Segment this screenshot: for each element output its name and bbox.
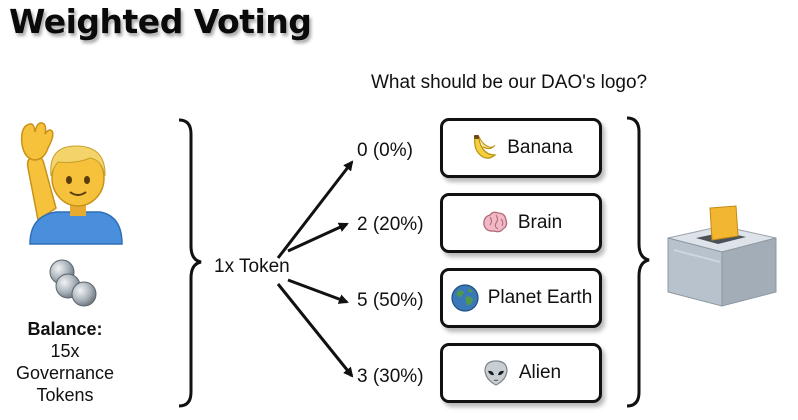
banana-icon <box>474 135 497 159</box>
option-planet-earth[interactable]: Planet Earth <box>440 268 602 328</box>
balance-info: Balance: 15x Governance Tokens <box>0 318 130 406</box>
left-brace <box>178 118 202 408</box>
option-label-brain: Brain <box>517 212 563 233</box>
option-alien[interactable]: Alien <box>440 343 602 403</box>
balance-line-1: 15x Governance <box>15 341 115 383</box>
vote-weight-label: 1x Token <box>214 256 290 277</box>
vote-count-alien: 3 (30%) <box>357 366 424 387</box>
coins-icon <box>49 259 97 307</box>
brain-icon <box>483 211 508 233</box>
balance-label: Balance: <box>27 319 103 339</box>
earth-icon <box>451 284 479 312</box>
arrow-to-alien <box>276 283 354 378</box>
ballot-box-icon <box>667 205 777 307</box>
option-brain[interactable]: Brain <box>440 193 602 253</box>
person-raising-hand-icon <box>20 122 123 245</box>
right-brace <box>626 116 650 408</box>
arrow-to-earth <box>287 278 349 304</box>
arrow-to-banana <box>276 160 354 259</box>
page-title: Weighted Voting <box>9 2 312 41</box>
poll-question: What should be our DAO's logo? <box>371 72 648 93</box>
balance-line-2: Tokens <box>36 385 94 405</box>
vote-count-earth: 5 (50%) <box>357 290 424 311</box>
option-label-alien: Alien <box>518 362 562 383</box>
alien-icon <box>484 360 508 386</box>
arrow-to-brain <box>287 222 349 253</box>
vote-count-banana: 0 (0%) <box>357 140 413 161</box>
option-label-banana: Banana <box>507 137 573 158</box>
option-label-planet-earth: Planet Earth <box>487 287 593 308</box>
option-banana[interactable]: Banana <box>440 118 602 178</box>
vote-count-brain: 2 (20%) <box>357 214 424 235</box>
